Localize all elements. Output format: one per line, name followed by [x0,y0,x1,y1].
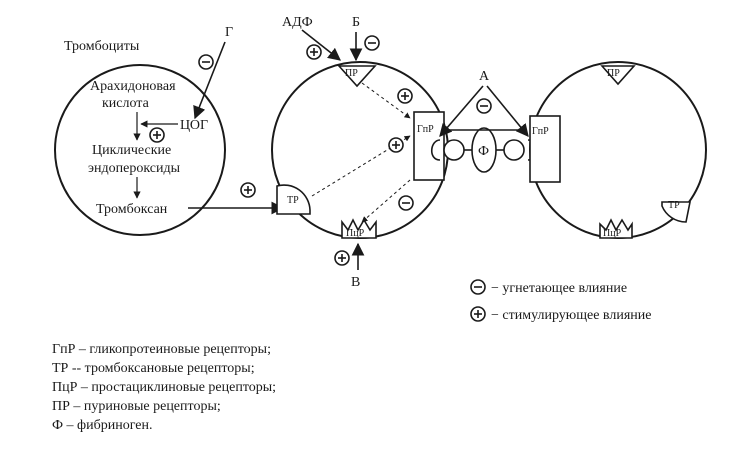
note-f: Ф – фибриноген. [52,418,153,433]
left-platelet: Тромбоциты Арахидоновая кислота ЦОГ Цикл… [54,25,285,236]
dashed-arrow-tr-to-gpr [311,135,411,197]
svg-text:ТР: ТР [287,195,299,206]
endoperox-line2: эндопероксиды [88,161,181,176]
arrow-g-to-cog [193,41,226,120]
plus-sign-v [334,250,350,266]
note-pr: ПР – пуриновые рецепторы; [52,399,221,414]
plus-sign-middle [388,137,404,153]
arachidonic-line1: Арахидоновая [90,79,176,94]
gpr-receptor-middle: ГпР [413,111,445,181]
legend-stimulate-icon [470,306,486,322]
legend-stimulate-text: − стимулирующее влияние [491,308,651,323]
thromboxane-label: Тромбоксан [96,202,168,217]
b-label: Б [352,15,360,30]
svg-text:ПР: ПР [345,68,358,79]
legend: − угнетающее влияние − стимулирующее вли… [470,279,651,323]
tr-receptor-right: ТР [661,200,691,223]
arrow-a-right [486,85,529,137]
dashed-arrow-gpr-pcr [361,179,411,223]
pcr-receptor-right: ПцР [599,218,633,239]
plus-sign-upper [397,88,413,104]
v-label: В [351,275,360,290]
g-label: Г [225,25,233,40]
arachidonic-line2: кислота [102,96,150,111]
middle-platelet: ПР ГпР ТР ПцР [271,15,449,290]
minus-sign-lower [398,195,414,211]
svg-text:ПцР: ПцР [346,228,365,239]
note-gpr: ГпР – гликопротеиновые рецепторы; [52,342,271,357]
fibrinogen-bridge: Ф А [430,69,539,173]
note-tr: ТР -- тромбоксановые рецепторы; [52,361,255,376]
title-label: Тромбоциты [64,39,140,54]
svg-text:ПцР: ПцР [603,228,622,239]
minus-sign-g [198,54,214,70]
cog-label: ЦОГ [180,118,208,133]
svg-text:ТР: ТР [668,200,680,211]
adf-label: АДФ [282,15,313,30]
pcr-receptor-middle: ПцР [341,218,377,239]
plus-sign-thromboxane [240,182,256,198]
svg-text:ГпР: ГпР [532,126,549,137]
a-label: А [479,69,490,84]
gpr-receptor-right: ГпР [529,115,561,183]
plus-sign-adf [306,44,322,60]
dashed-arrow-pr-to-gpr [361,82,411,119]
minus-sign-a [476,98,492,114]
tr-receptor-middle: ТР [276,184,311,215]
legend-inhibit-text: − угнетающее влияние [491,281,627,296]
arrow-a-left [439,85,484,137]
pr-receptor-middle: ПР [337,65,377,88]
fibrinogen-label: Ф [478,144,489,159]
plus-sign-cog [149,127,165,143]
right-platelet: ПР ГпР ТР ПцР [529,61,707,239]
svg-text:ГпР: ГпР [417,124,434,135]
endoperox-line1: Циклические [92,143,171,158]
legend-inhibit-icon [470,279,486,295]
note-pcr: ПцР – простациклиновые рецепторы; [52,380,277,395]
svg-text:ПР: ПР [607,68,620,79]
pr-receptor-right: ПР [600,65,636,86]
arrow-adf [301,29,342,61]
abbreviation-notes: ГпР – гликопротеиновые рецепторы; ТР -- … [52,340,276,435]
minus-sign-b [364,35,380,51]
